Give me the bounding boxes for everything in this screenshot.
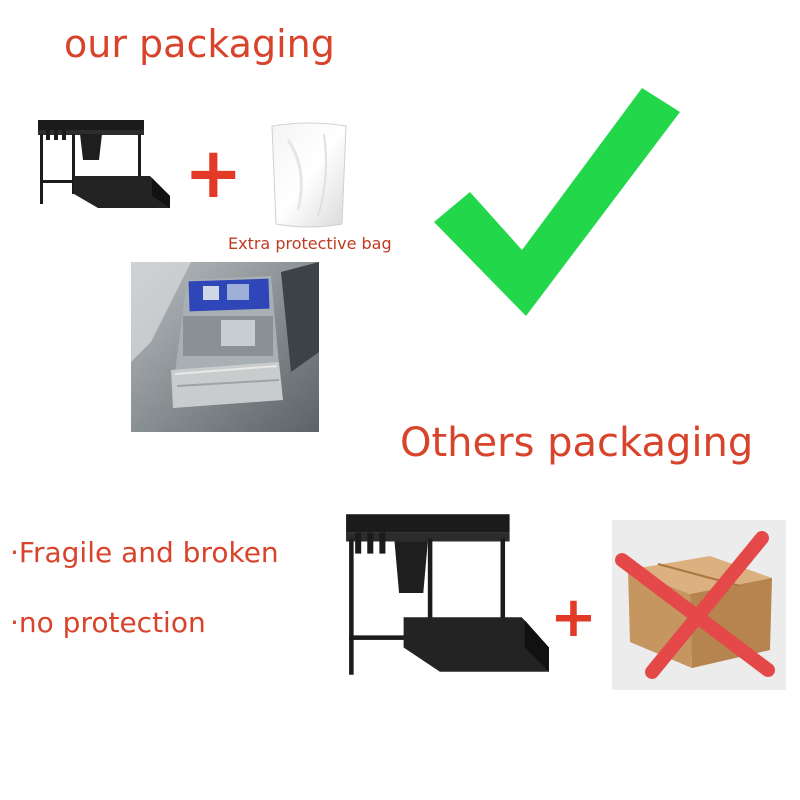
- our-packaging-title: our packaging: [64, 22, 335, 66]
- plus-sign: +: [550, 585, 597, 650]
- plus-sign: +: [184, 132, 243, 214]
- bag-caption: Extra protective bag: [228, 234, 392, 253]
- bullet-no-protection: ·no protection: [10, 606, 206, 639]
- check-mark-icon: [428, 82, 684, 322]
- red-x-icon: [615, 531, 775, 679]
- bullet-fragile: ·Fragile and broken: [10, 536, 279, 569]
- storage-rack-icon: [340, 508, 552, 684]
- packed-product-photo: [131, 262, 319, 432]
- others-packaging-title: Others packaging: [400, 420, 754, 466]
- box-photo: [612, 520, 786, 690]
- protective-bag-icon: [268, 120, 350, 230]
- storage-rack-icon: [34, 116, 174, 212]
